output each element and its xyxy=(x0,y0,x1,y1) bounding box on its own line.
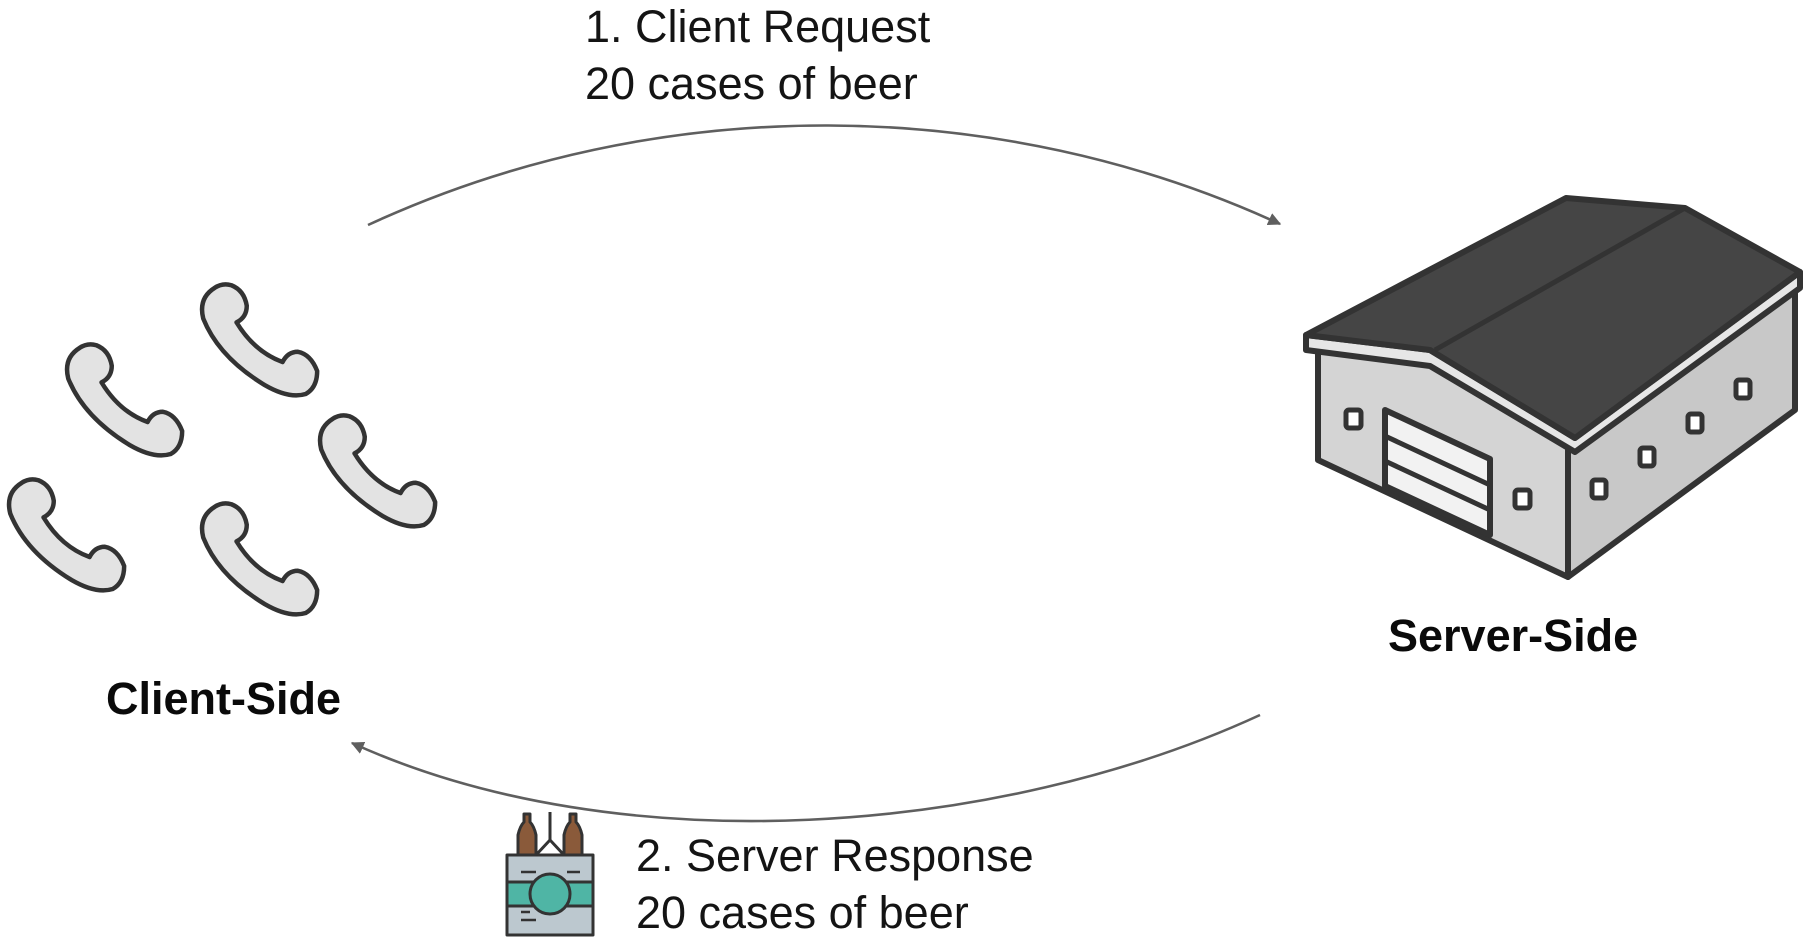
telephone-handset-icon xyxy=(67,344,182,455)
telephone-handset-icon xyxy=(320,415,435,526)
response-arrow xyxy=(350,713,1261,823)
response-title: 2. Server Response xyxy=(636,830,1034,881)
request-title: 1. Client Request xyxy=(585,1,931,52)
telephone-handset-icon xyxy=(202,284,317,395)
client-side-label: Client-Side xyxy=(106,673,342,724)
response-label: 2. Server Response 20 cases of beer xyxy=(636,827,1034,941)
server-side-label: Server-Side xyxy=(1388,610,1639,661)
response-quantity: 20 cases of beer xyxy=(636,887,969,938)
request-quantity: 20 cases of beer xyxy=(585,58,918,109)
client-phones-icon xyxy=(9,284,435,614)
brewery-factory-icon xyxy=(505,812,595,937)
request-arrow xyxy=(367,124,1282,227)
telephone-handset-icon xyxy=(202,503,317,614)
warehouse-icon xyxy=(1303,195,1803,580)
telephone-handset-icon xyxy=(9,479,124,590)
request-label: 1. Client Request 20 cases of beer xyxy=(585,0,930,112)
